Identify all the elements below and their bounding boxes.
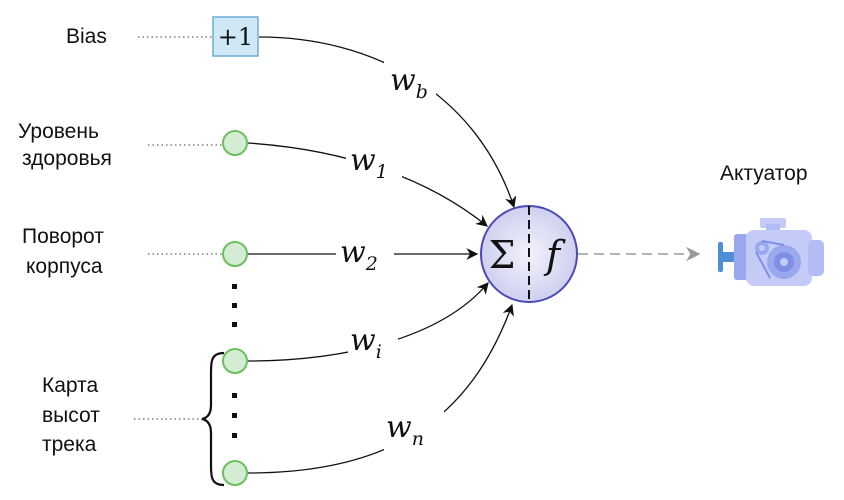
bias-node-label: +1 bbox=[218, 23, 253, 51]
label-map-line2: высот bbox=[42, 404, 100, 427]
label-bias: Bias bbox=[66, 25, 107, 48]
weight-wb: wb bbox=[390, 63, 428, 103]
weight-labels: wb w1 w2 wi wn bbox=[336, 58, 444, 452]
vertical-ellipsis bbox=[232, 284, 237, 438]
label-map-line3: трека bbox=[42, 433, 97, 456]
weight-wn: wn bbox=[386, 410, 424, 450]
input-nodes bbox=[222, 130, 248, 486]
brace bbox=[201, 351, 225, 487]
weight-w2: w2 bbox=[340, 235, 378, 275]
sum-symbol: Σ bbox=[489, 233, 516, 277]
weight-w1: w1 bbox=[350, 143, 388, 183]
input-node-health bbox=[222, 130, 248, 156]
engine-icon bbox=[718, 218, 824, 286]
input-node-map-n bbox=[222, 460, 248, 486]
dotted-leaders bbox=[134, 36, 222, 420]
label-health-line2: здоровья bbox=[22, 147, 112, 170]
input-node-map-i bbox=[222, 348, 248, 374]
bias-node bbox=[212, 16, 259, 57]
label-rotation-line1: Поворот bbox=[22, 225, 104, 248]
label-actuator: Актуатор bbox=[720, 162, 808, 185]
label-map-line1: Карта bbox=[42, 374, 99, 397]
input-node-rotation bbox=[222, 241, 248, 267]
weight-wi: wi bbox=[350, 323, 382, 363]
label-health-line1: Уровень bbox=[18, 120, 99, 143]
label-rotation-line2: корпуса bbox=[26, 255, 103, 278]
neuron: Σ f bbox=[480, 205, 578, 303]
